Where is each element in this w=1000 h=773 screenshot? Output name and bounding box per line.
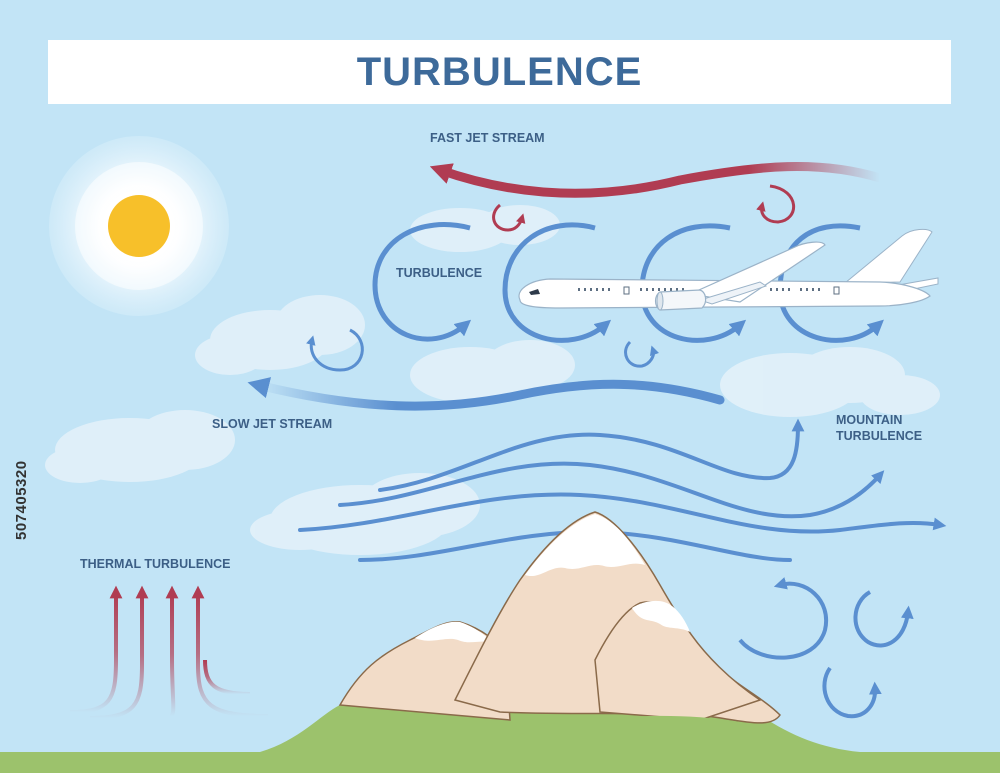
slow-jet-stream-arrow — [247, 377, 725, 411]
cloud-icon — [45, 410, 235, 483]
sun-icon — [49, 136, 229, 316]
cloud-icon — [410, 340, 575, 403]
lee-rotors — [738, 577, 914, 719]
cloud-icon — [720, 347, 940, 417]
cloud-icon — [410, 205, 560, 252]
mountain-turbulence-label-line1: MOUNTAIN — [836, 413, 903, 427]
ground — [0, 752, 1000, 773]
rotor-arrow — [822, 666, 882, 719]
turbulence-loop-arrow — [372, 222, 472, 342]
fast-jet-stream-label: FAST JET STREAM — [430, 131, 545, 145]
mountain-wave-arrows — [298, 418, 947, 562]
thermal-arrows — [69, 585, 269, 720]
airplane-icon — [518, 228, 939, 311]
mountain-wave-arrow — [338, 461, 885, 519]
turbulence-label: TURBULENCE — [396, 266, 483, 280]
rotor-arrow — [853, 590, 914, 648]
red-eddy-arrow — [492, 203, 526, 232]
mountain-icon — [260, 511, 860, 752]
mountain-turbulence-label-line2: TURBULENCE — [836, 429, 923, 443]
page-title: TURBULENCE — [356, 49, 643, 94]
mountain-wave-arrow — [378, 418, 805, 492]
turbulence-loop-arrow — [502, 222, 612, 343]
blue-eddy-arrow — [624, 340, 660, 368]
thermal-turbulence-label: THERMAL TURBULENCE — [80, 557, 231, 571]
image-id: 507405320 — [13, 460, 30, 540]
mountain-wave-arrow — [298, 492, 947, 534]
title-banner: TURBULENCE — [48, 40, 951, 104]
slow-jet-stream-label: SLOW JET STREAM — [212, 417, 333, 431]
blue-eddy-arrow — [306, 328, 364, 372]
red-eddy-arrow — [756, 184, 795, 224]
cloud-icon — [195, 295, 365, 375]
rotor-arrow — [738, 577, 829, 660]
fast-jet-stream-arrow — [429, 162, 885, 198]
